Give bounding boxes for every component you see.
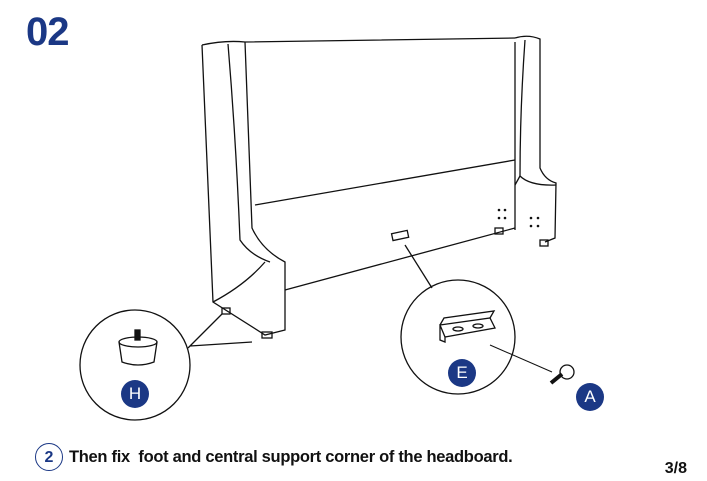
part-label-a: A: [576, 383, 604, 411]
headboard: [201, 35, 557, 339]
bracket-detail: [400, 244, 516, 395]
foot-detail: [79, 309, 253, 421]
step-number: 02: [26, 10, 69, 54]
instruction-text: Then fix foot and central support corner…: [69, 447, 513, 466]
part-label-h: H: [121, 380, 149, 408]
part-label-e: E: [448, 359, 476, 387]
instruction-number: 2: [35, 443, 63, 471]
page-number: 3/8: [664, 460, 687, 477]
instruction: 2 Then fix foot and central support corn…: [35, 443, 513, 471]
screw-icon: [489, 344, 575, 385]
